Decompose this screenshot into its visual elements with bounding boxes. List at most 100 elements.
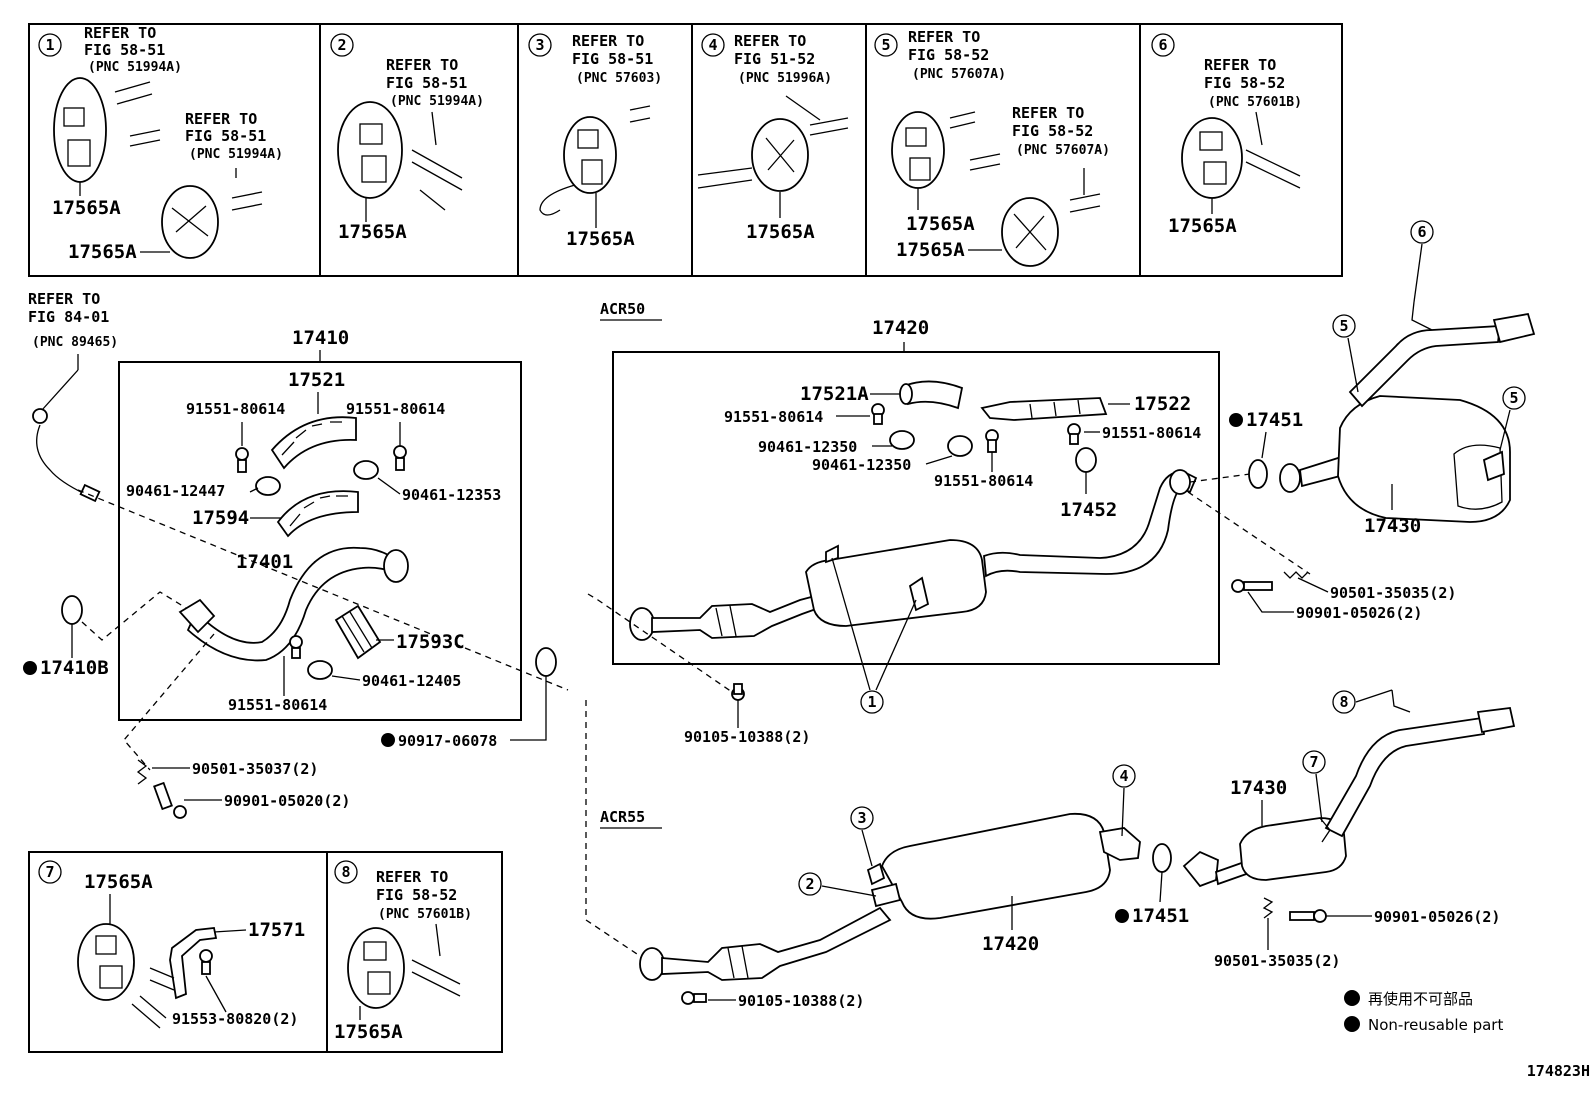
inset-box-2: 2 REFER TO FIG 58-51 (PNC 51994A) 17565A — [330, 33, 484, 243]
rubber-hanger-icon — [347, 927, 405, 1009]
part-label: 7 — [45, 863, 54, 881]
part-label: 17451 — [1246, 409, 1303, 431]
part-label: 17452 — [1060, 499, 1117, 521]
part-label: 91551-80614 — [346, 400, 445, 418]
callout-circle — [860, 690, 884, 714]
heat-insulator-icon — [270, 416, 357, 470]
part-label: 5 — [1509, 389, 1518, 407]
part-label: REFER TO — [908, 28, 980, 46]
bolt-icon — [1289, 909, 1327, 923]
rubber-hanger-icon — [53, 77, 107, 183]
rubber-hanger-icon — [77, 923, 135, 1001]
part-label: 90901-05020(2) — [224, 792, 350, 810]
clamp-icon — [947, 435, 973, 457]
part-label: (PNC 51994A) — [88, 60, 182, 75]
inset-box-1: 1 REFER TO FIG 58-51 (PNC 51994A) REFER … — [38, 24, 283, 263]
part-label: 91551-80614 — [1102, 424, 1201, 442]
gasket-icon — [1248, 459, 1268, 489]
part-label: FIG 51-52 — [734, 50, 815, 68]
non-reusable-dot — [1344, 1016, 1360, 1032]
part-label: (PNC 57607A) — [912, 67, 1006, 82]
bolt-icon — [1067, 423, 1081, 445]
part-label: 8 — [1339, 693, 1348, 711]
callout-circle — [1302, 750, 1326, 774]
callout-circle — [1410, 220, 1434, 244]
part-label: 90461-12405 — [362, 672, 461, 690]
part-label: 17565A — [52, 197, 121, 219]
o2-sensor-reference: REFER TO FIG 84-01 (PNC 89465) — [28, 290, 118, 503]
part-label: 4 — [708, 36, 717, 54]
legend-en: Non-reusable part — [1368, 1016, 1503, 1034]
part-label: REFER TO — [376, 868, 448, 886]
inset-box-6: 6 REFER TO FIG 58-52 (PNC 57601B) 17565A — [1151, 33, 1302, 237]
part-label: 17521A — [800, 383, 869, 405]
figure-id: 174823H — [1527, 1062, 1590, 1080]
gasket-icon — [61, 595, 83, 625]
non-reusable-dot — [381, 733, 395, 747]
part-label: 17565A — [334, 1021, 403, 1043]
bolt-icon — [235, 447, 249, 473]
part-label: 17522 — [1134, 393, 1191, 415]
part-label: 90461-12447 — [126, 482, 225, 500]
part-label: 6 — [1417, 223, 1426, 241]
inset-box-8: 8 REFER TO FIG 58-52 (PNC 57601B) 17565A — [334, 860, 472, 1043]
bolt-icon — [681, 991, 707, 1005]
heat-insulator-icon — [899, 380, 964, 410]
part-label: 3 — [857, 809, 866, 827]
inset-box-5: 5 REFER TO FIG 58-52 (PNC 57607A) REFER … — [874, 28, 1110, 267]
part-label: 90461-12353 — [402, 486, 501, 504]
part-label: 90901-05026(2) — [1374, 908, 1500, 926]
part-label: 91551-80614 — [724, 408, 823, 426]
heat-insulator-icon — [276, 490, 359, 538]
rear-muffler-icon — [1182, 689, 1516, 888]
legend: 再使用不可部品 Non-reusable part — [1344, 990, 1503, 1034]
part-label: 17410 — [292, 327, 349, 349]
part-label: 5 — [1339, 317, 1348, 335]
rubber-hanger-icon — [337, 101, 403, 199]
part-label: 17430 — [1364, 515, 1421, 537]
center-exhaust-pipe-icon — [639, 812, 1141, 981]
bolt-icon — [289, 635, 303, 659]
inset-number: 1 — [45, 36, 54, 54]
part-label: REFER TO — [386, 56, 458, 74]
part-label: 17420 — [872, 317, 929, 339]
non-reusable-dot — [23, 661, 37, 675]
part-label: 90501-35037(2) — [192, 760, 318, 778]
part-label: 2 — [805, 875, 814, 893]
non-reusable-dot — [1229, 413, 1243, 427]
part-label: 2 — [337, 36, 346, 54]
part-label: 90501-35035(2) — [1214, 952, 1340, 970]
part-label: REFER TO — [734, 32, 806, 50]
clamp-icon — [353, 460, 379, 480]
part-label: 8 — [341, 863, 350, 881]
part-label: 17571 — [248, 919, 305, 941]
part-label: 90105-10388(2) — [684, 728, 810, 746]
hanger-bracket-icon — [1075, 447, 1097, 473]
gasket-icon — [1152, 843, 1172, 873]
part-label: 4 — [1119, 767, 1128, 785]
callout-circle — [1332, 690, 1356, 714]
part-label: 17430 — [1230, 777, 1287, 799]
part-label: FIG 58-52 — [908, 46, 989, 64]
part-label: FIG 58-51 — [84, 41, 165, 59]
center-exhaust-pipe-icon — [629, 469, 1198, 641]
part-label: (PNC 57601B) — [378, 907, 472, 922]
bolt-icon — [731, 683, 745, 701]
inset-box-3: 3 REFER TO FIG 58-51 (PNC 57603) 17565A — [528, 32, 662, 250]
front-exhaust-pipe-icon — [178, 546, 409, 662]
part-label: 17565A — [68, 241, 137, 263]
spring-icon — [136, 759, 148, 785]
part-label: (PNC 51994A) — [189, 147, 283, 162]
part-label: 1 — [867, 693, 876, 711]
part-label: 17565A — [906, 213, 975, 235]
non-reusable-dot — [1115, 909, 1129, 923]
part-label: 17565A — [1168, 215, 1237, 237]
part-label: 90461-12350 — [812, 456, 911, 474]
part-label: FIG 58-52 — [376, 886, 457, 904]
part-label: REFER TO — [185, 110, 257, 128]
part-label: 17565A — [566, 228, 635, 250]
bolt-icon — [1231, 579, 1273, 593]
part-label: 90501-35035(2) — [1330, 584, 1456, 602]
part-label: 17401 — [236, 551, 293, 573]
part-label: 6 — [1158, 36, 1167, 54]
